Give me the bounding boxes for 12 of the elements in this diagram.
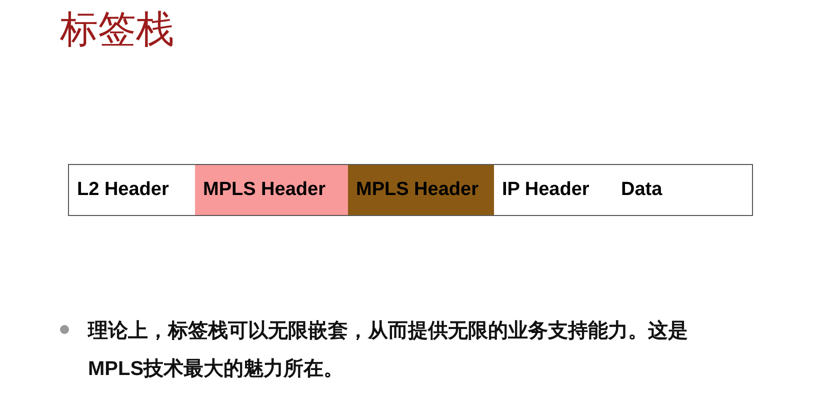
header-field (195, 164, 349, 216)
field-label: MPLS Header (356, 179, 478, 201)
header-field (494, 164, 614, 216)
header-field (348, 164, 495, 216)
header-field (68, 164, 196, 216)
field-label: L2 Header (77, 179, 169, 201)
field-label: Data (621, 179, 662, 201)
field-label: IP Header (502, 179, 590, 201)
slide-title: 标签栈 (60, 8, 174, 53)
field-label: MPLS Header (203, 179, 326, 201)
bullet-text: 理论上，标签栈可以无限嵌套，从而提供无限的业务支持能力。这是MPLS技术最大的魅力所在。 (88, 318, 689, 382)
header-field (613, 164, 753, 216)
